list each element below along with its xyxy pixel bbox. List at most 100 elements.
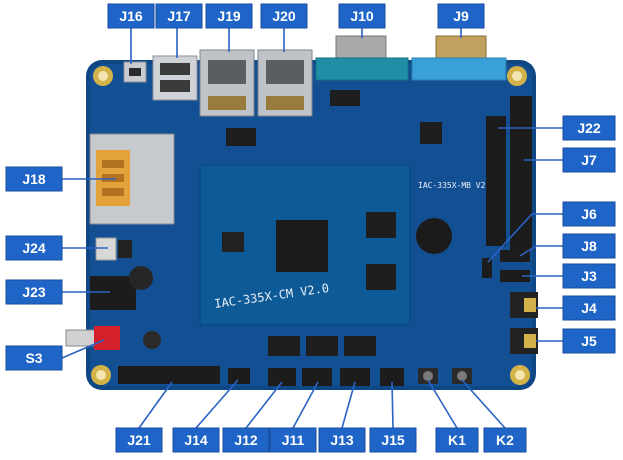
leader-lines: [61, 28, 563, 429]
label-j24: J24: [5, 235, 63, 261]
memory-chip-2: [366, 264, 396, 290]
label-s3-text: S3: [25, 350, 42, 366]
label-k2: K2: [483, 427, 527, 453]
label-j11-text: J11: [282, 432, 305, 448]
label-j16-text: J16: [119, 8, 143, 24]
leader-j11: [292, 381, 319, 429]
connector-j12: [268, 368, 296, 386]
label-j5-text: J5: [581, 333, 597, 349]
core-module: IAC-335X-CM V2.0: [199, 164, 411, 326]
leader-j14: [195, 379, 239, 429]
leader-j6: [487, 213, 563, 263]
mount-hole-br-inner: [515, 370, 525, 380]
mount-hole-tr-inner: [512, 71, 522, 81]
chip-top-1: [330, 90, 360, 106]
usb-a-j17: [152, 55, 198, 101]
cpu-chip: [276, 220, 328, 272]
ethernet-j19: [199, 49, 255, 117]
baseboard-silkscreen: IAC-335X-MB V2.0: [418, 181, 495, 190]
label-j22-text: J22: [577, 120, 601, 136]
label-j10-text: J10: [350, 8, 374, 24]
leader-s3: [61, 339, 105, 359]
label-j6-text: J6: [581, 206, 597, 222]
mount-hole-tl-inner: [98, 71, 108, 81]
connector-j11: [302, 368, 332, 386]
usb-mini-j16: [123, 61, 147, 83]
label-j24-text: J24: [22, 240, 46, 256]
switch-j5: [510, 328, 538, 354]
chip-top-2: [420, 122, 442, 144]
label-j12: J12: [222, 427, 270, 453]
label-j15-text: J15: [381, 432, 405, 448]
leader-j8: [519, 245, 563, 257]
label-j18: J18: [5, 166, 63, 192]
dot-spacer: [135, 281, 137, 283]
db9-connector-j9: [411, 35, 507, 81]
label-j11: J11: [269, 427, 317, 453]
header-j24: [95, 237, 132, 261]
pmic-chip: [222, 232, 244, 252]
connector-j13: [340, 368, 370, 386]
header-j3: [500, 270, 530, 282]
mount-hole-bl-inner: [96, 370, 106, 380]
label-j5: J5: [562, 328, 616, 354]
label-j7: J7: [562, 147, 616, 173]
ethernet-j20: [257, 49, 313, 117]
label-j9: J9: [437, 3, 485, 29]
label-j4: J4: [562, 295, 616, 321]
leader-j21: [138, 381, 173, 429]
label-j7-text: J7: [581, 152, 597, 168]
leader-k1: [427, 379, 458, 429]
ic-bottom-1: [268, 336, 300, 356]
label-j10: J10: [338, 3, 386, 29]
header-j21: [118, 366, 220, 384]
memory-chip-1: [366, 212, 396, 238]
chip-top-3: [226, 128, 256, 146]
label-j13: J13: [318, 427, 366, 453]
jumper-j6: [482, 258, 492, 278]
power-jack-j23: [90, 266, 153, 310]
header-j8: [500, 250, 530, 262]
button-k1: [418, 368, 438, 384]
leader-k2: [461, 379, 506, 429]
switch-j4: [510, 292, 538, 318]
label-j14-text: J14: [184, 432, 208, 448]
label-j13-text: J13: [330, 432, 354, 448]
buzzer: [416, 218, 452, 254]
label-j6: J6: [562, 201, 616, 227]
button-k2: [452, 368, 472, 384]
header-j14: [228, 368, 250, 384]
label-j21-text: J21: [127, 432, 151, 448]
label-j20-text: J20: [272, 8, 296, 24]
switch-s3: [65, 326, 161, 350]
label-j21: J21: [115, 427, 163, 453]
label-j20: J20: [260, 3, 308, 29]
label-k1-text: K1: [448, 432, 466, 448]
connector-j15: [380, 368, 404, 386]
label-k2-text: K2: [496, 432, 514, 448]
label-j18-text: J18: [22, 171, 46, 187]
leader-j12: [245, 381, 283, 429]
label-j22: J22: [562, 115, 616, 141]
label-j19: J19: [205, 3, 253, 29]
label-j15: J15: [369, 427, 417, 453]
db9-connector-j10: [315, 35, 409, 81]
label-j8-text: J8: [581, 238, 597, 254]
label-boxes: J16 J17 J19 J20 J10 J9 J22 J7 J6 J8 J3 J…: [5, 3, 616, 453]
ic-bottom-3: [344, 336, 376, 356]
label-j14: J14: [172, 427, 220, 453]
label-k1: K1: [435, 427, 479, 453]
label-j23-text: J23: [22, 284, 46, 300]
label-j12-text: J12: [234, 432, 258, 448]
label-j16: J16: [107, 3, 155, 29]
label-j8: J8: [562, 233, 616, 259]
leader-j13: [341, 381, 356, 429]
label-j17: J17: [155, 3, 203, 29]
label-j19-text: J19: [217, 8, 241, 24]
label-j3-text: J3: [581, 268, 597, 284]
leader-j15: [391, 381, 394, 429]
header-j22: [486, 116, 506, 246]
label-j9-text: J9: [453, 8, 469, 24]
label-s3: S3: [5, 345, 63, 371]
